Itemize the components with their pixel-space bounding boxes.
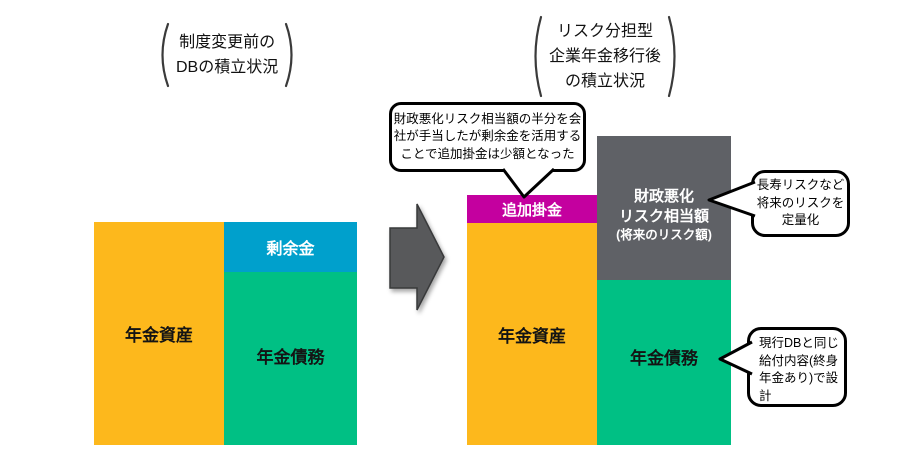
bar-pension-liabilities-after: 年金債務 (597, 280, 731, 445)
bar-pension-assets-before: 年金資産 (94, 222, 224, 445)
callout-tail-left-icon (707, 180, 756, 218)
bar-label-line: リスク相当額 (618, 207, 709, 225)
callout-benefit-design-note: 現行DBと同じ 給付内容(終身 年金あり)で設 計 (747, 327, 847, 407)
callout-line: 長寿リスクなど (756, 178, 845, 193)
heading-before: 制度変更前の DBの積立状況 (156, 22, 298, 88)
bar-surplus: 剰余金 (224, 222, 357, 272)
bracket-right-icon (667, 15, 676, 98)
callout-line: 年金あり)で設 (759, 371, 839, 385)
callout-line: 現行DBと同じ (759, 336, 839, 350)
bar-label: 年金債務 (630, 349, 698, 368)
heading-before-text: 制度変更前の DBの積立状況 (170, 22, 284, 88)
bar-pension-assets-after: 年金資産 (467, 223, 597, 445)
callout-line: 定量化 (781, 213, 820, 228)
heading-after: リスク分担型 企業年金移行後 の積立状況 (529, 15, 681, 98)
callout-line: 財政悪化リスク相当額の半分を会 (393, 111, 582, 126)
callout-tail-left-icon (718, 340, 753, 376)
transition-arrow-icon (386, 200, 450, 314)
bar-label: 年金債務 (256, 348, 325, 367)
heading-after-text: リスク分担型 企業年金移行後 の積立状況 (543, 15, 667, 98)
heading-line: DBの積立状況 (176, 59, 279, 76)
callout-line: 将来のリスクを (756, 195, 845, 210)
callout-longevity-risk-note: 長寿リスクなど 将来のリスクを 定量化 (751, 170, 850, 237)
bar-label: 年金資産 (498, 326, 566, 346)
heading-line: リスク分担型 (557, 23, 654, 40)
callout-contribution-note: 財政悪化リスク相当額の半分を会 社が手当したが剰余金を活用する ことで追加掛金は… (389, 102, 586, 172)
bracket-right-icon (285, 22, 293, 88)
heading-line: 企業年金移行後 (549, 48, 662, 65)
bar-label-line: 財政悪化 (633, 187, 694, 205)
heading-line: の積立状況 (565, 73, 646, 90)
callout-line: 社が手当したが剰余金を活用する (393, 129, 582, 144)
heading-line: 制度変更前の (179, 34, 276, 51)
bar-additional-contribution: 追加掛金 (467, 195, 597, 223)
bar-label: 年金資産 (125, 326, 193, 345)
callout-line: 給付内容(終身 (759, 353, 839, 368)
bar-label: 追加掛金 (501, 201, 562, 219)
bar-pension-liabilities-before: 年金債務 (224, 272, 357, 445)
bar-label-line: (将来のリスク額) (616, 227, 712, 242)
bracket-left-icon (161, 22, 170, 88)
bar-fiscal-risk-reserve: 財政悪化 リスク相当額 (将来のリスク額) (597, 136, 731, 280)
callout-line: 計 (759, 388, 772, 403)
callout-tail-down-icon (501, 168, 556, 199)
bracket-left-icon (534, 15, 543, 98)
bar-label: 剰余金 (266, 241, 315, 258)
callout-line: ことで追加掛金は少額となった (400, 146, 575, 161)
